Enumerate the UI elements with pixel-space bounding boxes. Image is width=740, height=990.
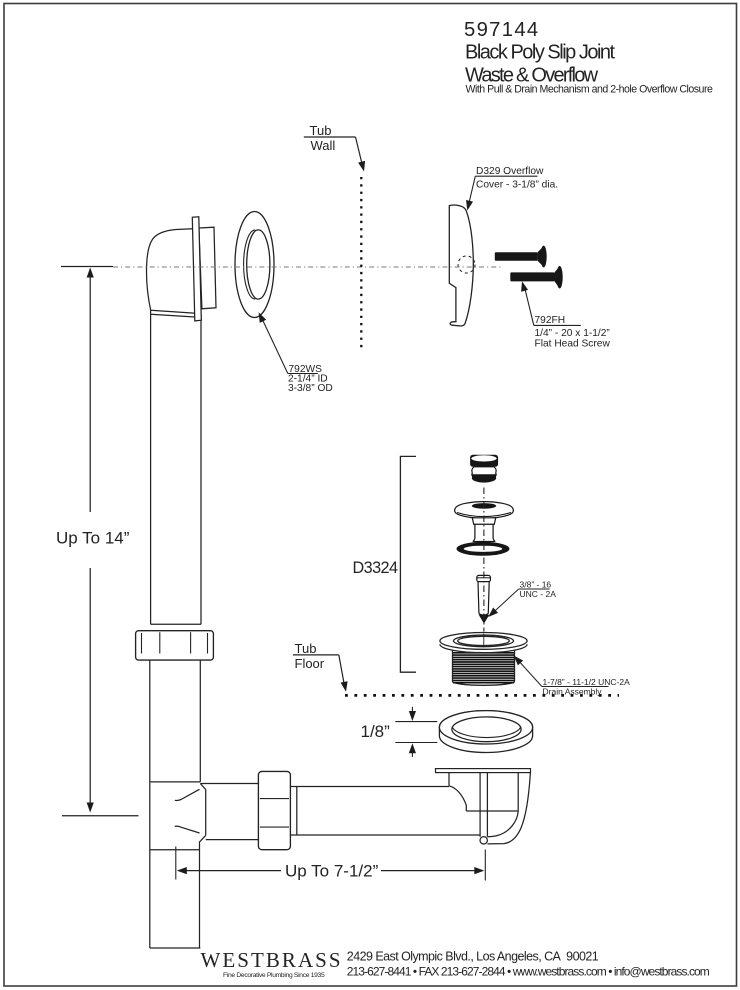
svg-text:Tub: Tub <box>310 123 332 138</box>
svg-text:Black Poly Slip Joint: Black Poly Slip Joint <box>465 41 616 63</box>
svg-text:Flat Head Screw: Flat Head Screw <box>535 338 611 349</box>
svg-text:1/4” - 20 x 1-1/2”: 1/4” - 20 x 1-1/2” <box>535 328 611 339</box>
svg-text:With Pull & Drain Mechanism an: With Pull & Drain Mechanism and 2-hole O… <box>466 83 713 95</box>
svg-text:213-627-8441 • FAX 213-627-284: 213-627-8441 • FAX 213-627-2844 • www.we… <box>347 965 710 979</box>
svg-text:Fine Decorative Plumbing Since: Fine Decorative Plumbing Since 1935 <box>223 972 325 979</box>
svg-text:UNC - 2A: UNC - 2A <box>520 589 557 599</box>
svg-text:Up To 14”: Up To 14” <box>56 529 130 548</box>
svg-text:Up To 7-1/2”: Up To 7-1/2” <box>285 861 379 880</box>
svg-text:2-1/4” ID: 2-1/4” ID <box>288 374 328 385</box>
svg-text:1/8”: 1/8” <box>361 722 391 741</box>
svg-text:3-3/8” OD: 3-3/8” OD <box>288 383 333 394</box>
svg-text:D3324: D3324 <box>353 559 398 577</box>
svg-text:792WS: 792WS <box>289 364 323 375</box>
svg-text:Tub: Tub <box>295 641 317 656</box>
svg-text:WESTBRASS: WESTBRASS <box>201 948 343 972</box>
svg-text:Wall: Wall <box>311 138 336 153</box>
svg-text:Cover - 3-1/8” dia.: Cover - 3-1/8” dia. <box>476 180 558 191</box>
svg-text:1-7/8” - 11-1/2 UNC-2A: 1-7/8” - 11-1/2 UNC-2A <box>543 677 631 687</box>
svg-text:597144: 597144 <box>464 19 539 41</box>
svg-text:D329 Overflow: D329 Overflow <box>476 166 544 177</box>
svg-text:Floor: Floor <box>295 656 325 671</box>
svg-text:792FH: 792FH <box>535 315 566 326</box>
svg-text:Drain Assembly: Drain Assembly <box>543 687 603 697</box>
svg-text:Waste & Overflow: Waste & Overflow <box>465 65 599 87</box>
svg-text:2429 East Olympic Blvd., Los A: 2429 East Olympic Blvd., Los Angeles, CA… <box>347 950 599 964</box>
svg-text:3/8” - 16: 3/8” - 16 <box>520 579 552 589</box>
